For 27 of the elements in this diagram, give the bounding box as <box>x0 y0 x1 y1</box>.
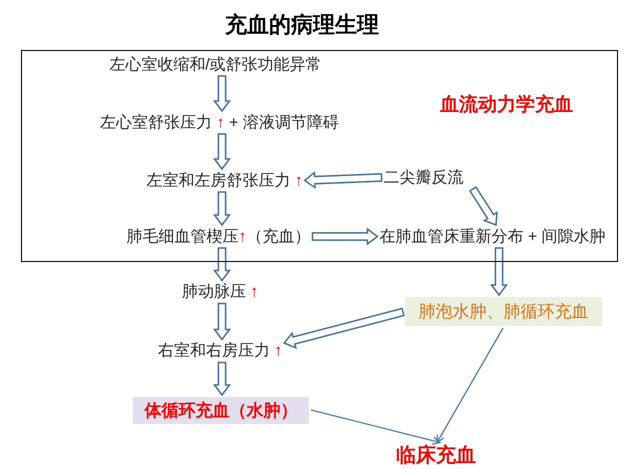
outcome-text: 临床充血 <box>396 444 476 468</box>
block-arrow <box>282 308 405 349</box>
arrow <box>436 328 504 444</box>
result-box: 肺泡水肿、肺循环充血 <box>405 297 602 326</box>
step-text: 左心室收缩和/或舒张功能异常 <box>109 55 322 74</box>
title: 充血的病理生理 <box>225 12 379 38</box>
step-text: 在肺血管床重新分布 + 间隙水肿 <box>379 227 606 246</box>
step-text: 二尖瓣反流 <box>384 168 464 187</box>
block-arrow <box>213 191 231 226</box>
block-arrow <box>490 247 508 296</box>
arrow <box>310 409 441 445</box>
frame-box <box>21 50 618 262</box>
step-text: 肺毛细血管楔压↑（充血） <box>126 227 310 246</box>
block-arrow <box>303 171 382 190</box>
block-arrow <box>213 362 231 396</box>
block-arrow <box>213 247 231 282</box>
block-arrow <box>213 302 231 341</box>
box-heading: 血流动力学充血 <box>440 93 573 116</box>
block-arrow <box>213 133 231 170</box>
result-box: 体循环充血（水肿） <box>133 397 309 424</box>
block-arrow <box>213 75 231 112</box>
step-text: 左室和左房舒张压力 ↑ <box>146 171 303 190</box>
block-arrow <box>468 186 498 226</box>
block-arrow <box>312 228 379 246</box>
step-text: 肺动脉压 ↑ <box>182 282 258 302</box>
step-text: 左心室舒张压力 ↑ + 溶液调节障碍 <box>100 113 339 132</box>
step-text: 右室和右房压力 ↑ <box>158 342 282 360</box>
